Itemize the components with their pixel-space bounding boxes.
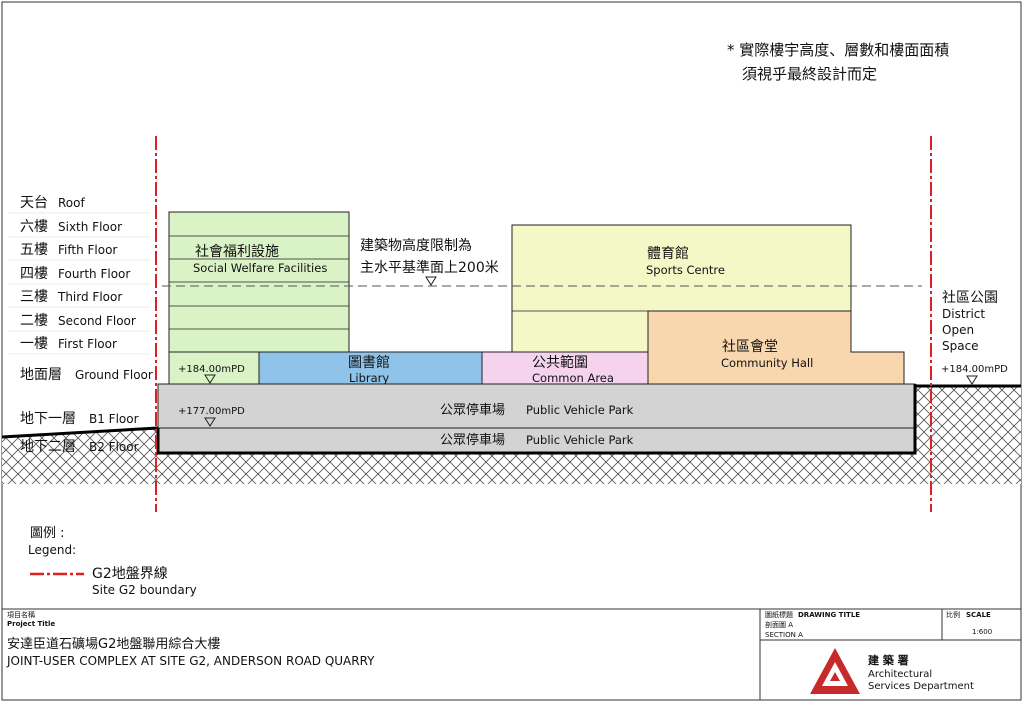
- scale-label-zh: 比例: [946, 610, 960, 619]
- floor-label-en: First Floor: [58, 337, 117, 351]
- project-label-zh: 項目名稱: [7, 610, 35, 619]
- ground-level-right-marker-icon: [966, 375, 978, 385]
- floor-label-en: Ground Floor: [75, 368, 153, 382]
- basement-outline: [156, 384, 917, 455]
- social-welfare-label-en: Social Welfare Facilities: [193, 261, 327, 275]
- design-note-line2: 須視乎最終設計而定: [742, 65, 877, 83]
- project-title-zh: 安達臣道石礦場G2地盤聯用綜合大樓: [7, 636, 220, 652]
- floor-label-zh: 六樓: [20, 219, 48, 235]
- ground-line-left: [1, 426, 159, 439]
- asd-logo-icon: [810, 648, 860, 694]
- open-space-label-en2: Open: [942, 323, 974, 337]
- floor-label-zh: 五樓: [20, 242, 48, 258]
- community-hall-block: [647, 310, 905, 385]
- common-area-block: [481, 351, 649, 385]
- floor-label-en: B1 Floor: [89, 412, 139, 426]
- legend-title-zh: 圖例 :: [30, 526, 65, 541]
- drawing-label-zh: 圖紙標題: [765, 610, 793, 619]
- legend-item-zh: G2地盤界線: [92, 566, 168, 582]
- floor-label-zh: 地下二層: [20, 439, 76, 455]
- ground-floor-welfare-block: [168, 351, 260, 385]
- ground-hatching: [2, 386, 1021, 484]
- floor-label-en: B2 Floor: [89, 440, 139, 454]
- social-welfare-block: [168, 211, 350, 353]
- drawing-title-zh: 剖面圖 A: [765, 620, 793, 629]
- floor-label-zh: 地面層: [20, 367, 62, 383]
- floor-label-zh: 一樓: [20, 336, 48, 352]
- project-title-en: JOINT-USER COMPLEX AT SITE G2, ANDERSON …: [6, 654, 375, 668]
- library-label-zh: 圖書館: [348, 354, 390, 371]
- height-limit-label-line1: 建築物高度限制為: [360, 237, 472, 254]
- parking-b1-label-en: Public Vehicle Park: [526, 403, 634, 417]
- dept-name-en1: Architectural: [868, 669, 932, 680]
- floor-label-en: Sixth Floor: [58, 220, 122, 234]
- ground-level-left-marker-icon: [204, 374, 216, 384]
- dept-name-en2: Services Department: [868, 681, 974, 692]
- height-limit-marker-icon: [425, 276, 437, 286]
- floor-label-zh: 四樓: [20, 266, 48, 282]
- project-label-en: Project Title: [7, 620, 55, 628]
- parking-b1-label-zh: 公眾停車場: [440, 402, 505, 418]
- drawing-title-en: SECTION A: [765, 631, 803, 639]
- common-area-label-zh: 公共範圍: [532, 354, 588, 371]
- scale-value: 1:600: [972, 628, 992, 636]
- title-block: [2, 608, 1021, 700]
- design-note-line1: * 實際樓宇高度、層數和樓面面積: [727, 41, 949, 59]
- floor-label-zh: 三樓: [20, 289, 48, 305]
- b1-level-marker-icon: [204, 417, 216, 427]
- parking-b2-label-zh: 公眾停車場: [440, 432, 505, 448]
- dept-name-zh: 建 築 署: [868, 653, 909, 667]
- floor-label-en: Second Floor: [58, 314, 136, 328]
- library-label-en: Library: [349, 371, 389, 385]
- social-welfare-label-zh: 社會福利設施: [195, 244, 279, 260]
- floor-level-labels: 天台 Roof 六樓 Sixth Floor 五樓 Fifth Floor 四樓 Fourth…: [8, 195, 153, 455]
- legend-item-en: Site G2 boundary: [92, 583, 197, 597]
- floor-label-en: Third Floor: [57, 290, 122, 304]
- open-space-label-en1: District: [942, 307, 985, 321]
- height-limit-label-line2: 主水平基準面上200米: [360, 259, 499, 276]
- floor-label-zh: 二樓: [20, 313, 48, 329]
- community-hall-label-en: Community Hall: [721, 356, 813, 370]
- floor-label-zh: 地下一層: [20, 411, 76, 427]
- open-space-label-zh: 社區公園: [942, 290, 998, 306]
- sports-centre-label-zh: 體育館: [647, 245, 689, 262]
- floor-label-zh: 天台: [20, 195, 48, 211]
- ground-level-right-label: +184.00mPD: [941, 364, 1008, 375]
- b1-level-label: +177.00mPD: [178, 406, 245, 417]
- legend-title-en: Legend:: [28, 543, 76, 557]
- parking-b2-label-en: Public Vehicle Park: [526, 433, 634, 447]
- floor-label-en: Roof: [58, 196, 85, 210]
- open-space-label-en3: Space: [942, 339, 979, 353]
- common-area-label-en: Common Area: [532, 371, 614, 385]
- community-hall-label-zh: 社區會堂: [722, 339, 778, 355]
- floor-label-en: Fifth Floor: [58, 243, 117, 257]
- drawing-label-en: DRAWING TITLE: [798, 611, 860, 619]
- ground-level-left-label: +184.00mPD: [178, 364, 245, 375]
- sports-centre-label-en: Sports Centre: [646, 263, 725, 277]
- floor-label-en: Fourth Floor: [58, 267, 130, 281]
- scale-label-en: SCALE: [966, 611, 991, 619]
